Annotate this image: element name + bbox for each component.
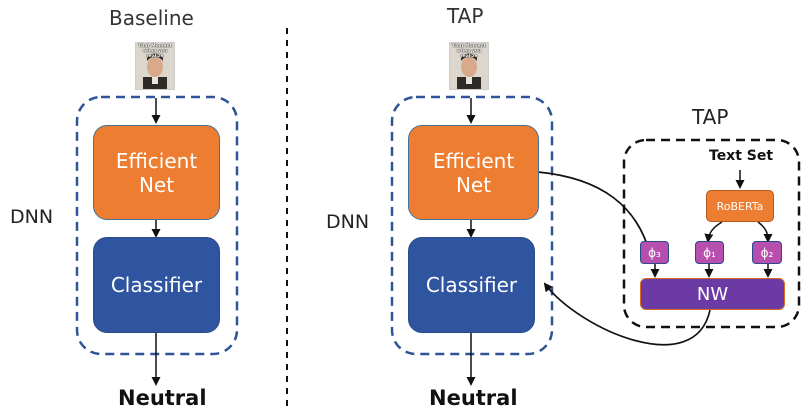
baseline-output-label: Neutral — [118, 386, 207, 410]
nw-block: NW — [640, 278, 785, 310]
baseline-efficientnet-block: Efficient Net — [93, 125, 220, 220]
baseline-heading: Baseline — [109, 6, 194, 30]
tap-module-container — [622, 138, 801, 329]
baseline-meme-caption: That Moment when you realize — [138, 44, 172, 59]
tap-meme-image: That Moment when you realize — [449, 42, 489, 90]
phi1-block: ϕ₁ — [695, 241, 724, 264]
arrow-roberta-to-phi2 — [757, 221, 773, 243]
tap-heading: TAP — [447, 4, 484, 28]
tap-module-heading: TAP — [692, 105, 729, 129]
tap-efficientnet-block: Efficient Net — [408, 125, 539, 220]
text-set-label: Text Set — [709, 148, 774, 164]
tap-classifier-block: Classifier — [408, 237, 535, 333]
tap-dnn-container — [390, 95, 554, 356]
tap-output-label: Neutral — [429, 386, 518, 410]
phi2-block: ϕ₂ — [752, 241, 782, 264]
baseline-meme-image: That Moment when you realize — [135, 42, 175, 90]
arrow-nw-to-classifier — [543, 282, 711, 346]
arrow-extractor-to-phi3 — [537, 171, 655, 264]
roberta-block: RoBERTa — [706, 190, 774, 222]
tap-meme-caption: That Moment when you realize — [452, 44, 486, 59]
baseline-dnn-label: DNN — [10, 206, 54, 228]
tap-dnn-label: DNN — [326, 211, 370, 233]
baseline-classifier-block: Classifier — [93, 237, 220, 333]
phi3-block: ϕ₃ — [640, 241, 669, 264]
arrow-roberta-to-phi1 — [704, 221, 723, 243]
baseline-dnn-container — [75, 95, 239, 356]
